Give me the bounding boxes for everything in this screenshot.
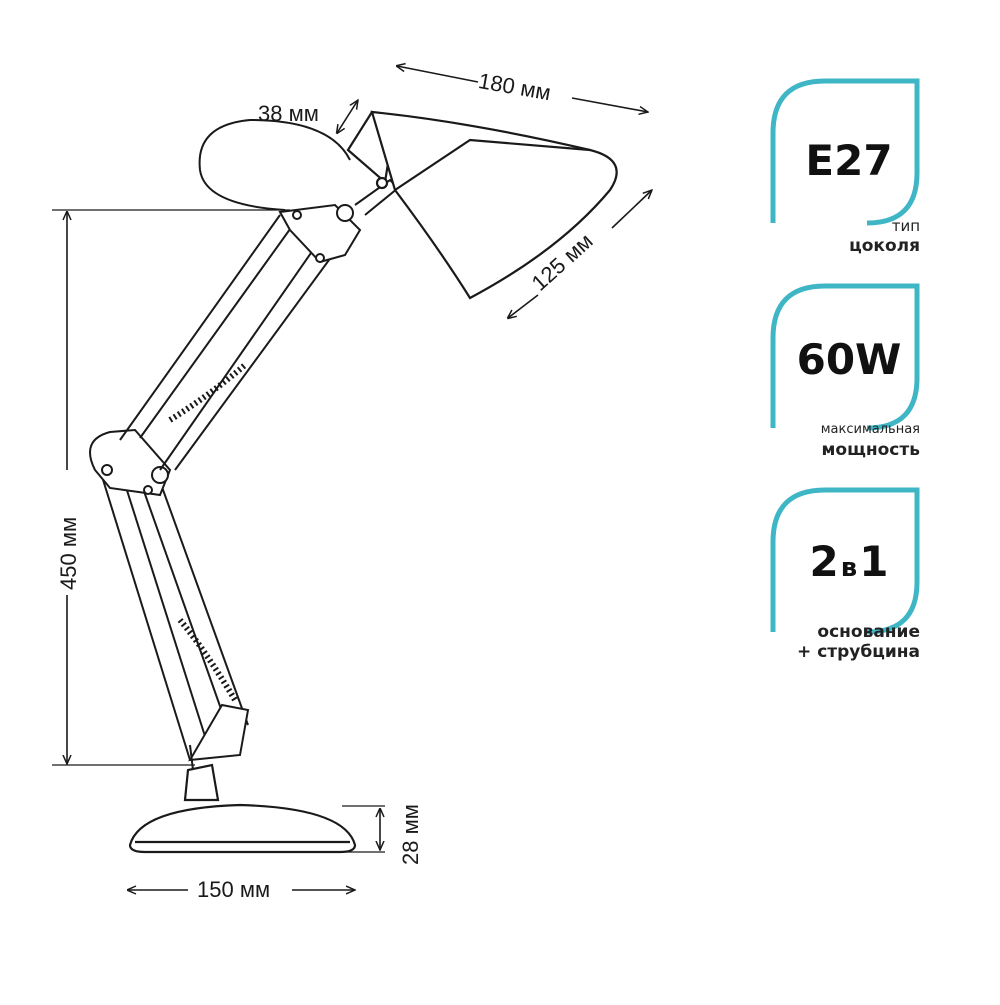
- badge-two-in-one-caption: основание + струбцина: [797, 622, 920, 662]
- lamp-upper-arm: [119, 214, 341, 471]
- badge-power-caption-small: максимальная: [820, 422, 920, 437]
- lamp-elbow-joint: [89, 428, 172, 497]
- badge-frame: [770, 78, 920, 226]
- lamp-shade: [346, 110, 618, 300]
- dim-height: 450 мм: [56, 517, 81, 590]
- badge-two-in-one: 2в1: [770, 487, 920, 637]
- lamp-base: [128, 763, 357, 854]
- badge-power-value: 60W: [796, 335, 902, 384]
- badge-frame: [770, 283, 920, 431]
- badge-socket-caption-small: тип: [891, 217, 920, 235]
- badge-socket-caption: тип цоколя: [849, 216, 920, 256]
- badge-two-in-one-main: 2: [809, 537, 839, 586]
- dim-shade-length: 180 мм: [476, 68, 552, 105]
- badge-two-in-one-end: 1: [859, 537, 889, 586]
- badge-power-caption: максимальная мощность: [821, 420, 920, 460]
- badge-socket-type: E27: [770, 78, 920, 228]
- lamp-lower-arm: [99, 461, 250, 771]
- badge-two-in-one-caption-2: + струбцина: [797, 642, 920, 662]
- badge-socket-value: E27: [805, 136, 893, 185]
- badge-two-in-one-value: 2в1: [778, 537, 920, 586]
- badge-two-in-one-caption-1: основание: [817, 622, 920, 642]
- badge-socket-caption-bold: цоколя: [849, 236, 920, 256]
- dim-base-width: 150 мм: [197, 877, 270, 902]
- lamp-cable: [198, 118, 351, 211]
- lamp-head-joint: [278, 178, 400, 264]
- dim-base-height: 28 мм: [398, 804, 423, 865]
- dim-neck: 38 мм: [258, 101, 319, 126]
- badge-power-caption-bold: мощность: [821, 440, 920, 460]
- badge-max-power: 60W: [770, 283, 920, 433]
- badge-frame: [770, 487, 920, 635]
- badge-two-in-one-mid: в: [840, 553, 858, 583]
- dimension-lines: [52, 66, 652, 890]
